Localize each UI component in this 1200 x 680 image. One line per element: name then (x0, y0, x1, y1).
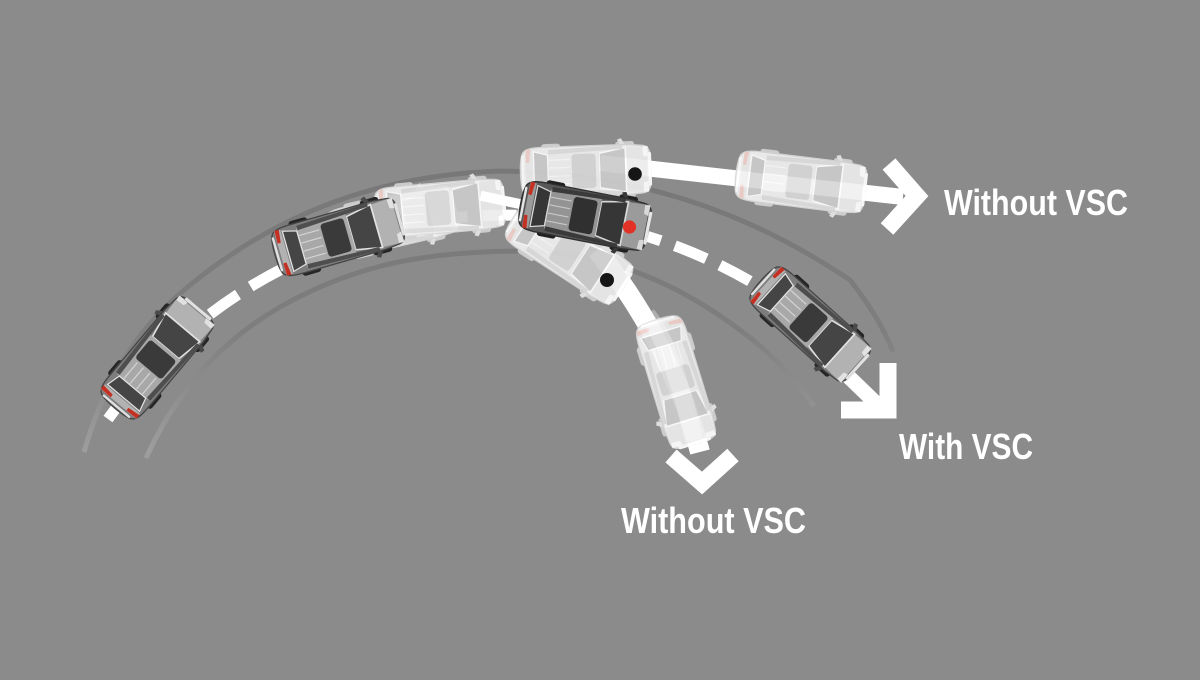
svg-text:Without VSC: Without VSC (944, 182, 1128, 223)
svg-text:With VSC: With VSC (899, 426, 1033, 467)
svg-text:Without VSC: Without VSC (621, 500, 806, 541)
